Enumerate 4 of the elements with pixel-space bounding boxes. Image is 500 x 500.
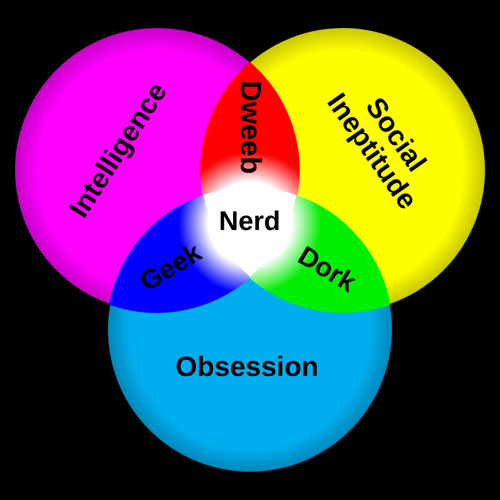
overlap-label: Geek bbox=[135, 238, 207, 296]
overlap-label: Nerd bbox=[219, 206, 281, 236]
circle-label: Obsession bbox=[175, 352, 319, 382]
overlap-label: Dweeb bbox=[234, 80, 266, 174]
